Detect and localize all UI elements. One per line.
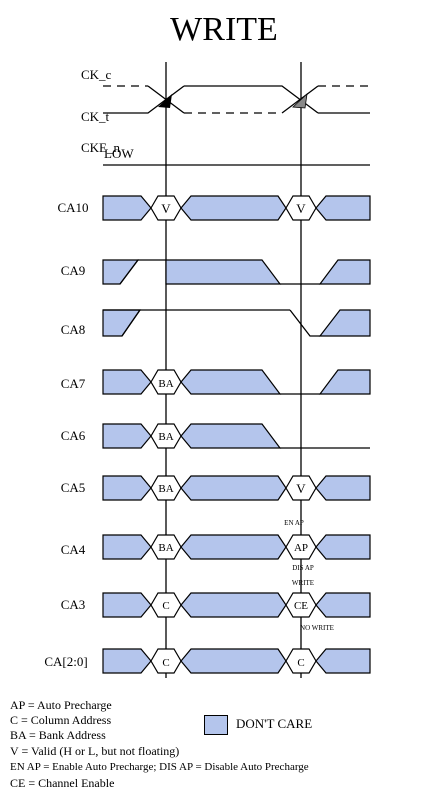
ca7-waveform (102, 369, 371, 395)
ca3-waveform (102, 592, 371, 618)
ca4-cell-1: BA (158, 542, 173, 554)
diagram-title: WRITE (170, 11, 278, 48)
dont-care-swatch (204, 715, 228, 735)
ca4-cell-2: AP (294, 542, 308, 554)
ca9-waveform (102, 259, 371, 285)
ca4-waveform (102, 534, 371, 560)
ca10-cell-2: V (296, 201, 306, 216)
ca9-label: CA9 (61, 263, 86, 278)
legend-ap: AP = Auto Precharge (10, 698, 112, 712)
cke-n-label: CKE_n (81, 140, 121, 155)
ck-t-waveform (103, 85, 185, 114)
ca20-waveform (102, 648, 371, 674)
ck-t-label: CK_t (81, 109, 110, 124)
en-ap-annotation: EN AP (284, 519, 304, 527)
ca6-waveform (102, 423, 370, 449)
ca10-label: CA10 (57, 200, 88, 215)
ca5-label: CA5 (61, 480, 86, 495)
ck-c-waveform (184, 85, 319, 114)
legend-v: V = Valid (H or L, but not floating) (10, 744, 180, 758)
ca20-cell-2: C (297, 657, 304, 669)
legend-ba: BA = Bank Address (10, 728, 106, 742)
ca10-cell-1: V (161, 201, 171, 216)
ca6-label: CA6 (61, 428, 86, 443)
ca8-label: CA8 (61, 322, 86, 337)
dis-ap-annotation: DIS AP (292, 564, 314, 572)
legend-en: EN AP = Enable Auto Precharge; DIS AP = … (10, 761, 309, 773)
ca5-cell-1: BA (158, 483, 173, 495)
ca3-label: CA3 (61, 597, 86, 612)
legend-ce: CE = Channel Enable (10, 776, 115, 790)
dont-care-label: DON'T CARE (236, 716, 313, 731)
legend-c: C = Column Address (10, 713, 112, 727)
rising-edge-arrow-icon (158, 94, 172, 108)
ca8-waveform (102, 309, 371, 337)
ca10-waveform (102, 195, 371, 221)
ca4-label: CA4 (61, 542, 86, 557)
ca5-waveform (102, 475, 371, 501)
ca20-label: CA[2:0] (44, 654, 87, 669)
ca5-cell-2: V (296, 481, 306, 496)
ca7-label: CA7 (61, 376, 86, 391)
falling-edge-arrow-icon (292, 92, 308, 109)
ca3-cell-2: CE (294, 600, 308, 612)
ck-c-label: CK_c (81, 67, 112, 82)
cke-n-value: LOW (104, 146, 134, 161)
ca7-cell-1: BA (158, 378, 173, 390)
write-annotation: WRITE (292, 579, 314, 587)
ca3-cell-1: C (162, 600, 169, 612)
no-write-annotation: NO WRITE (300, 624, 334, 632)
ca20-cell-1: C (162, 657, 169, 669)
ca6-cell-1: BA (158, 431, 173, 443)
